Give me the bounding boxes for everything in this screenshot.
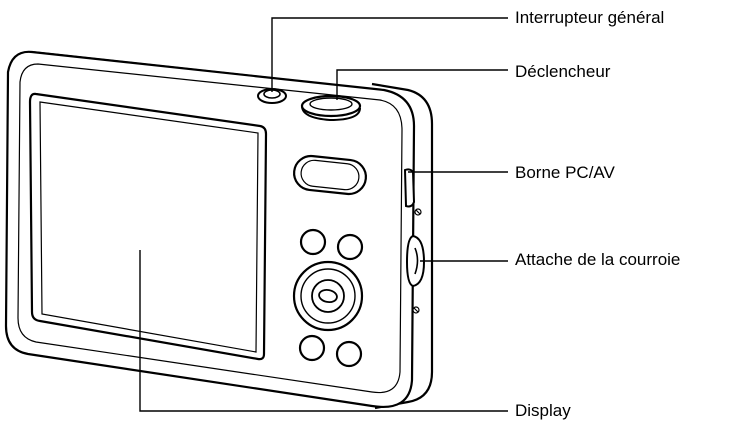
lcd-display bbox=[28, 92, 268, 361]
delete-button-icon bbox=[335, 340, 363, 368]
green-button-icon bbox=[336, 233, 364, 261]
body-top-edge bbox=[33, 51, 385, 91]
four-way-controller-icon bbox=[292, 260, 364, 332]
zoom-button-icon bbox=[293, 154, 367, 196]
leader-shutter-release bbox=[336, 69, 508, 100]
play-button-icon bbox=[299, 228, 327, 256]
shutter-button-icon bbox=[300, 94, 362, 122]
label-strap-lug: Attache de la courroie bbox=[515, 250, 681, 269]
label-pc-av-terminal: Borne PC/AV bbox=[515, 163, 615, 182]
leader-display bbox=[139, 250, 508, 412]
label-display: Display bbox=[515, 401, 571, 420]
menu-button-icon bbox=[298, 334, 326, 362]
callout-lines bbox=[139, 17, 508, 412]
leader-power-switch bbox=[271, 17, 508, 92]
side-screws bbox=[412, 208, 422, 314]
label-shutter-release: Déclencheur bbox=[515, 62, 611, 81]
strap-lug-icon bbox=[405, 234, 426, 288]
pc-av-terminal-icon bbox=[403, 168, 416, 208]
round-buttons bbox=[298, 228, 364, 368]
label-power-switch: Interrupteur général bbox=[515, 8, 665, 27]
